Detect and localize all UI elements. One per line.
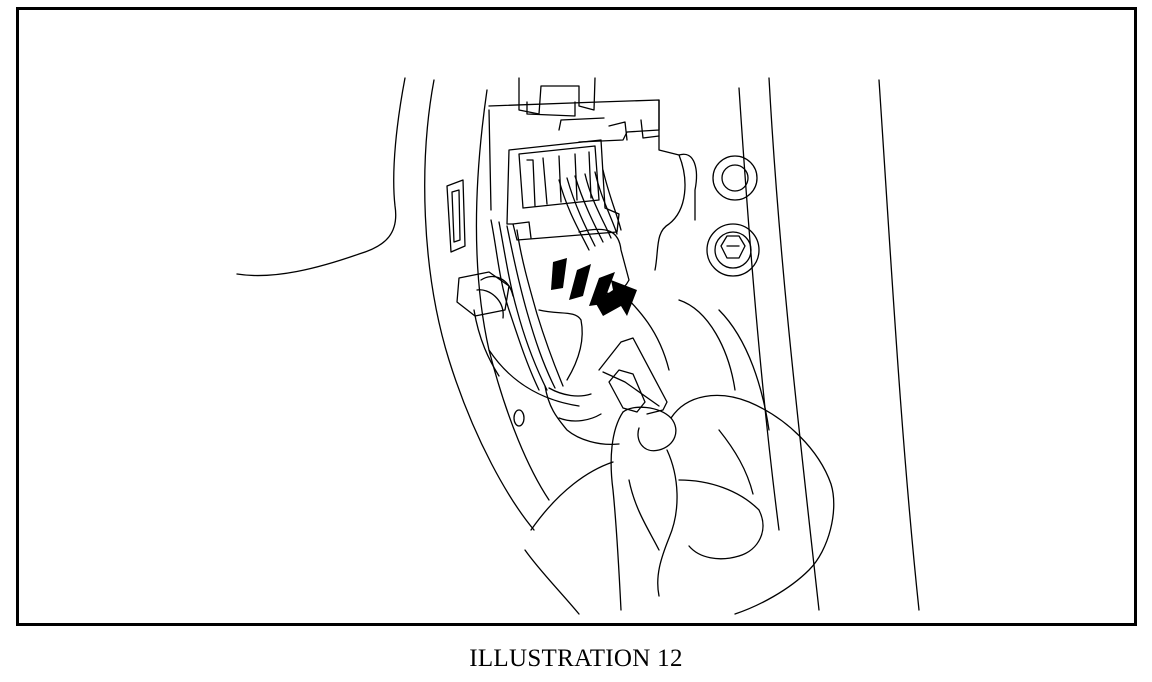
hand-fingers: [671, 395, 834, 614]
trim-panel-inner: [476, 90, 549, 500]
hand-wrist: [525, 462, 613, 614]
pillar-line-2: [879, 80, 919, 610]
harness-sleeve: [549, 388, 601, 421]
trim-panel-edge: [425, 80, 534, 530]
illustration-frame: [16, 7, 1137, 626]
illustration-drawing: [19, 10, 1134, 623]
hand-index: [623, 407, 676, 450]
illustration-caption: ILLUSTRATION 12: [469, 645, 683, 672]
tool-tab: [599, 338, 667, 414]
left-clip: [457, 272, 509, 316]
arrow-head: [595, 280, 637, 316]
hand-thumb: [611, 412, 623, 610]
arrow-dash-3: [589, 272, 615, 306]
wire-harness-left: [491, 220, 563, 390]
trim-slot: [447, 180, 465, 252]
dash-panel-outline: [237, 78, 405, 276]
bolt-ring: [707, 224, 759, 276]
motion-arrow: [551, 258, 637, 316]
mount-hole: [514, 410, 524, 426]
bracket-body: [489, 100, 659, 142]
main-connector: [507, 140, 619, 240]
arrow-dash-1: [551, 258, 567, 290]
arrow-dash-2: [569, 264, 591, 300]
wire-bundle-upper: [559, 170, 621, 250]
ring-upper: [713, 156, 757, 200]
bolt-hex: [721, 236, 745, 258]
top-connector: [519, 78, 595, 114]
pillar-line-1: [769, 78, 819, 610]
